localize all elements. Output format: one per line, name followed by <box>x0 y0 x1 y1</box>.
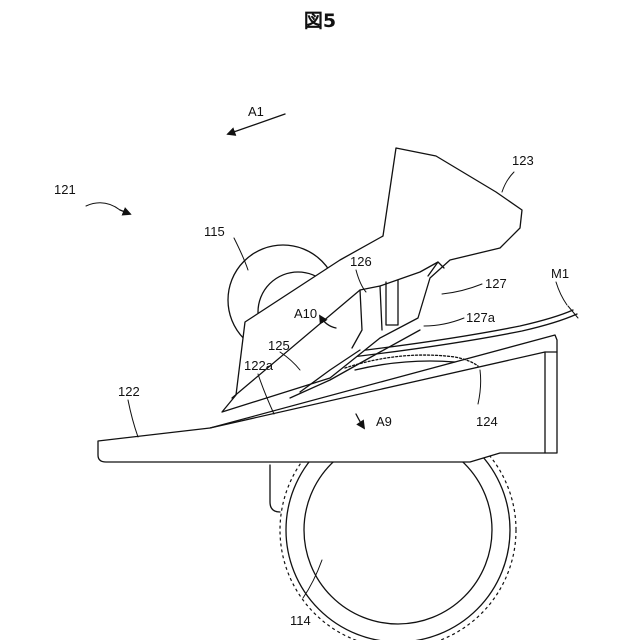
label-123: 123 <box>512 153 534 168</box>
label-a1: A1 <box>248 104 264 119</box>
label-127a: 127a <box>466 310 496 325</box>
label-125: 125 <box>268 338 290 353</box>
label-122: 122 <box>118 384 140 399</box>
arrow-121 <box>120 210 130 214</box>
label-a10: A10 <box>294 306 317 321</box>
label-m1: M1 <box>551 266 569 281</box>
figure-title: 図5 <box>304 10 336 32</box>
label-114: 114 <box>290 613 311 628</box>
label-126: 126 <box>350 254 372 269</box>
label-121: 121 <box>54 182 76 197</box>
label-115: 115 <box>204 224 225 239</box>
label-a9: A9 <box>376 414 392 429</box>
label-124: 124 <box>476 414 498 429</box>
label-122a: 122a <box>244 358 274 373</box>
label-127: 127 <box>485 276 507 291</box>
